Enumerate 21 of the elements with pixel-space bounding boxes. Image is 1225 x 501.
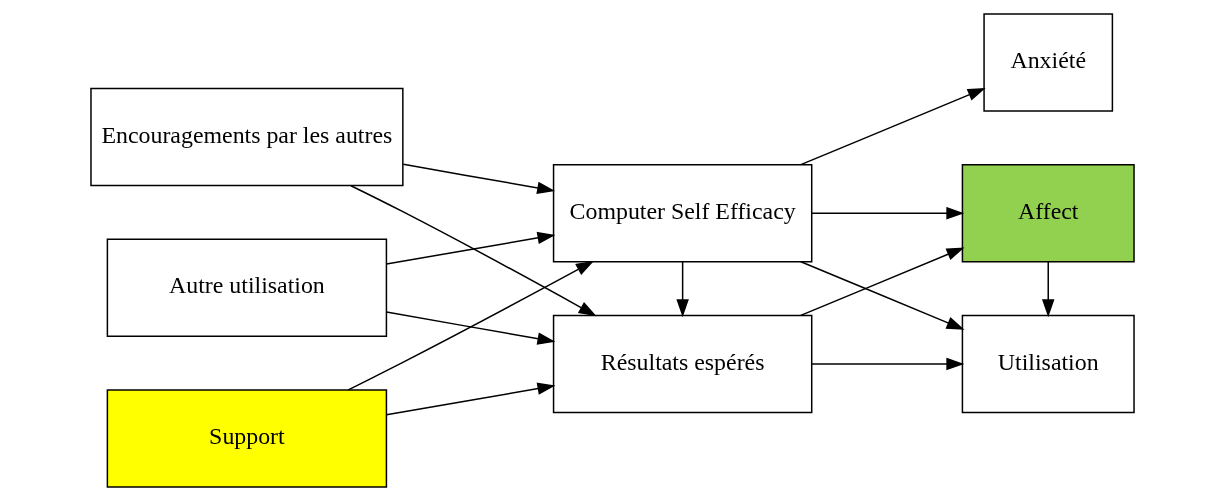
node-box: Anxiété <box>983 13 1114 112</box>
arrow <box>385 382 556 416</box>
arrow <box>385 311 556 345</box>
node-box: Computer Self Efficacy <box>552 163 813 263</box>
arrow <box>402 163 556 195</box>
arrow <box>811 357 965 371</box>
node-box: Encouragements par les autres <box>90 87 404 187</box>
node-box: Support <box>106 389 388 488</box>
node-box: Autre utilisation <box>106 238 388 338</box>
arrow <box>811 206 965 220</box>
node-box: Utilisation <box>961 314 1135 414</box>
node-box: Affect <box>961 163 1135 263</box>
arrow <box>800 87 986 166</box>
node-box: Résultats espérés <box>552 314 813 414</box>
arrow <box>800 247 965 317</box>
arrow <box>800 260 965 330</box>
arrow <box>1041 261 1055 318</box>
arrow <box>676 261 689 318</box>
arrow <box>385 231 556 265</box>
arrow <box>347 260 594 391</box>
arrow <box>350 185 597 317</box>
